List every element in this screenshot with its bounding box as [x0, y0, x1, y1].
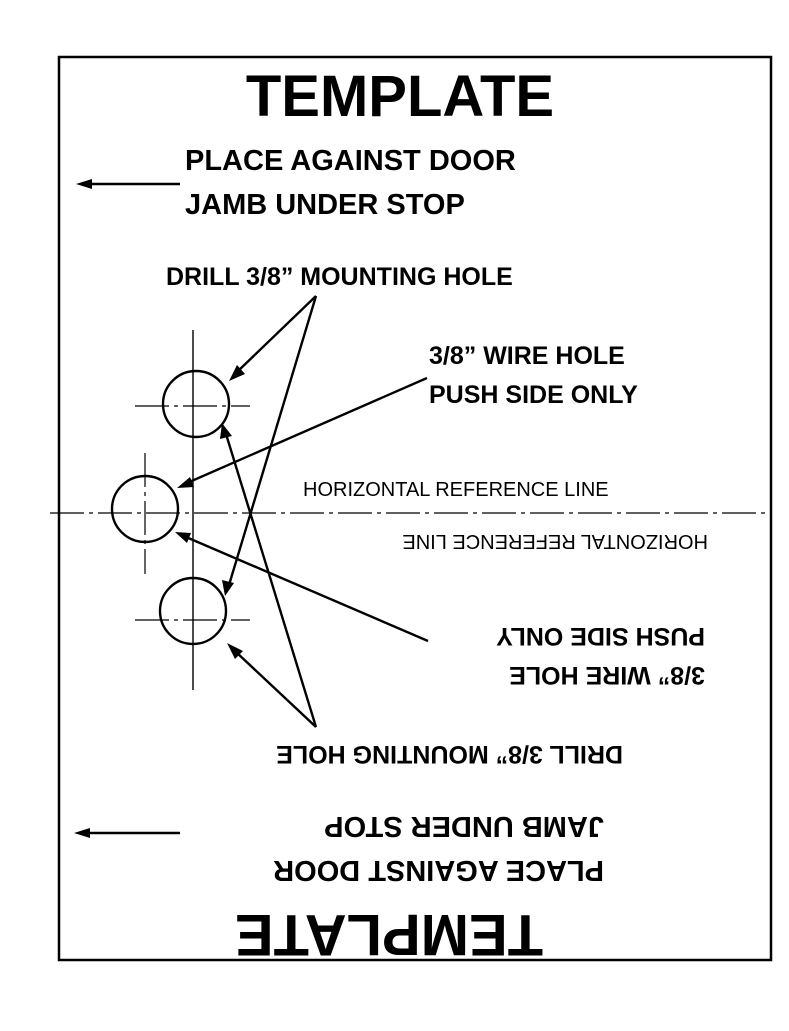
wire-hole	[110, 474, 180, 544]
lower-mounting-hole	[158, 576, 228, 646]
top-place-line1: PLACE AGAINST DOOR	[185, 145, 516, 177]
upper-mounting-hole	[161, 369, 231, 439]
bottom-wire-line2: PUSH SIDE ONLY	[496, 622, 705, 650]
top-wire-line2: PUSH SIDE ONLY	[429, 381, 638, 409]
bottom-wire-leader	[185, 535, 429, 643]
bottom-place-line2: JAMB UNDER STOP	[324, 810, 604, 842]
bottom-drill-arrow-lower	[227, 643, 243, 659]
top-title: TEMPLATE	[246, 64, 554, 129]
bottom-drill-leader-lower	[235, 651, 317, 728]
bottom-wire-arrow	[175, 532, 191, 543]
top-drill-label: DRILL 3/8” MOUNTING HOLE	[166, 263, 513, 291]
bottom-drill-label: DRILL 3/8” MOUNTING HOLE	[276, 740, 623, 768]
bottom-place-line1: PLACE AGAINST DOOR	[273, 854, 604, 886]
bottom-wire-line1: 3/8” WIRE HOLE	[509, 661, 705, 689]
sheet-border	[57, 55, 773, 962]
inverted-text-group: TEMPLATE PLACE AGAINST DOOR JAMB UNDER S…	[235, 530, 708, 967]
top-place-arrowhead	[76, 179, 92, 189]
bottom-drill-leader-upper	[224, 433, 318, 728]
top-wire-arrow	[177, 477, 194, 488]
top-wire-leader	[186, 376, 428, 485]
top-drill-arrow-lower	[222, 580, 234, 596]
top-drill-leader-lower	[227, 295, 318, 586]
top-drill-arrow-upper	[229, 365, 245, 381]
bottom-title: TEMPLATE	[235, 902, 543, 967]
top-reference-label: HORIZONTAL REFERENCE LINE	[303, 479, 609, 501]
top-drill-leader-upper	[236, 295, 317, 373]
bottom-reference-label: HORIZONTAL REFERENCE LINE	[402, 530, 708, 552]
top-place-line2: JAMB UNDER STOP	[185, 189, 465, 221]
bottom-drill-arrow-upper	[220, 423, 232, 439]
bottom-place-arrowhead	[74, 828, 90, 838]
top-wire-line1: 3/8” WIRE HOLE	[429, 342, 625, 370]
